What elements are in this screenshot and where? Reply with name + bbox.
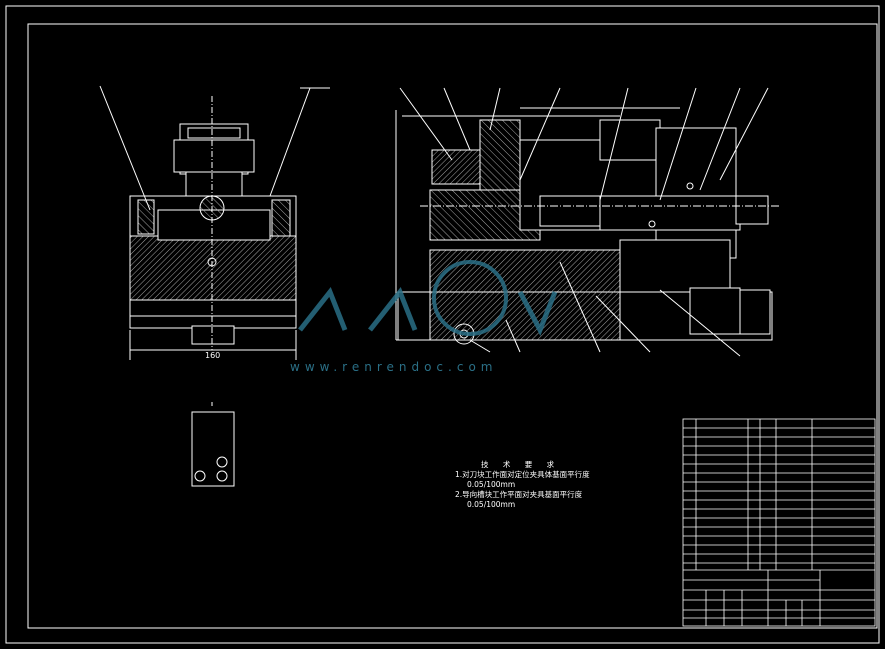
tech-item-2: 2.导向槽块工作平面对夹具基面平行度	[455, 490, 583, 499]
left-view	[99, 85, 330, 360]
detail-view	[191, 402, 235, 487]
main-view	[395, 87, 780, 357]
inner-border	[27, 23, 878, 629]
tech-item-1-value: 0.05/100mm	[467, 480, 516, 489]
tech-heading: 技 术 要 求	[481, 460, 561, 469]
outer-border	[5, 5, 880, 644]
tech-item-2-value: 0.05/100mm	[467, 500, 516, 509]
tech-item-1: 1.对刀块工作面对定位夹具体基面平行度	[455, 470, 590, 479]
title-block	[682, 418, 876, 627]
watermark-text: www.renrendoc.com	[290, 360, 498, 374]
dimension-160: 160	[205, 351, 221, 360]
technical-requirements: 技 术 要 求 1.对刀块工作面对定位夹具体基面平行度 0.05/100mm 2…	[455, 460, 590, 510]
watermark-logo	[298, 260, 558, 336]
